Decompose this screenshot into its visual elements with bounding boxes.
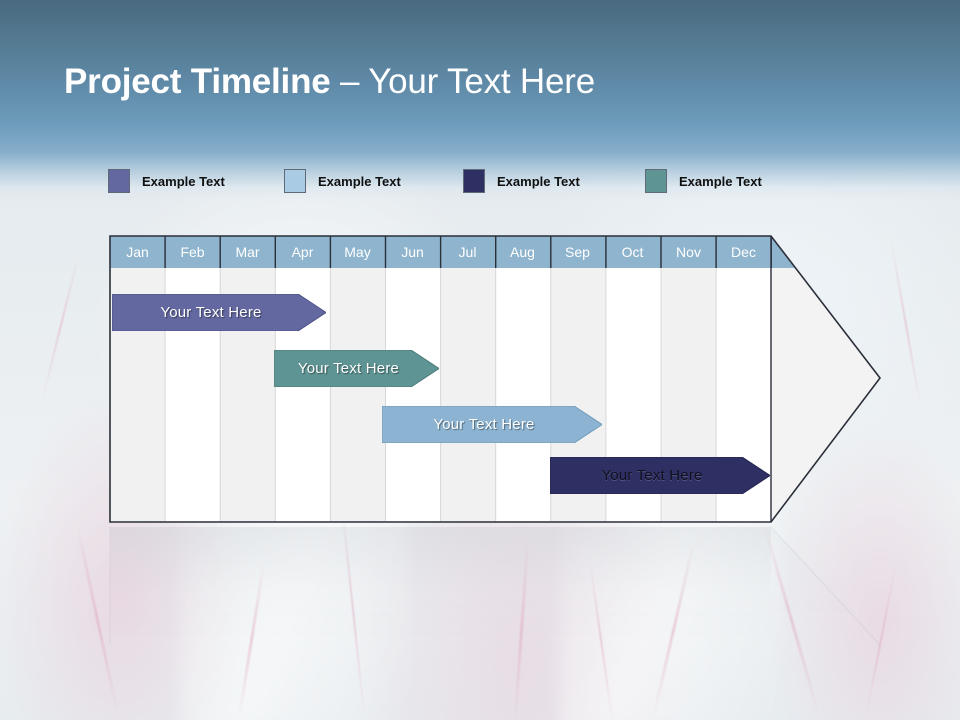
task-bar-1-shape: [112, 294, 326, 331]
page-title-light: – Your Text Here: [330, 62, 595, 101]
month-header-row: [110, 236, 796, 268]
timeline-chart: Jan Feb Mar Apr May Jun Jul Aug Sep Oct …: [108, 234, 883, 526]
legend-item-2[interactable]: Example Text: [284, 167, 401, 195]
task-bar-2-label: Your Text Here: [297, 360, 400, 377]
legend-item-1[interactable]: Example Text: [108, 167, 225, 195]
task-bar-3-shape: [382, 406, 602, 443]
legend-swatch-navy: [463, 169, 485, 193]
page-title: Project Timeline – Your Text Here: [64, 60, 595, 104]
legend-label-3: Example Text: [497, 173, 580, 189]
task-bar-3-label: Your Text Here: [433, 416, 535, 433]
column-separators: [164, 268, 717, 522]
legend-swatch-teal: [645, 169, 667, 193]
legend-swatch-light-blue: [284, 169, 306, 193]
task-bar-4[interactable]: Your Text Here: [550, 457, 770, 494]
task-bar-4-shape: [550, 457, 770, 494]
task-bar-1-label: Your Text Here: [160, 304, 262, 321]
task-bars: Your Text Here Your Text Here Your Text …: [108, 234, 883, 526]
legend-label-2: Example Text: [318, 173, 401, 189]
task-bar-4-label: Your Text Here: [601, 467, 703, 484]
legend-label-1: Example Text: [142, 173, 225, 189]
task-bar-1[interactable]: Your Text Here: [112, 294, 326, 331]
legend-swatch-purple: [108, 169, 130, 193]
legend: Example Text Example Text Example Text E…: [108, 167, 828, 195]
task-bar-2-shape: [274, 350, 439, 387]
legend-item-3[interactable]: Example Text: [463, 167, 580, 195]
task-bar-3[interactable]: Your Text Here: [382, 406, 602, 443]
header-gradient-band: [0, 0, 960, 200]
chart-arrow-outline: [109, 235, 882, 523]
legend-label-4: Example Text: [679, 173, 762, 189]
page-title-strong: Project Timeline: [64, 62, 331, 101]
task-bar-2[interactable]: Your Text Here: [274, 350, 439, 387]
legend-item-4[interactable]: Example Text: [645, 167, 762, 195]
